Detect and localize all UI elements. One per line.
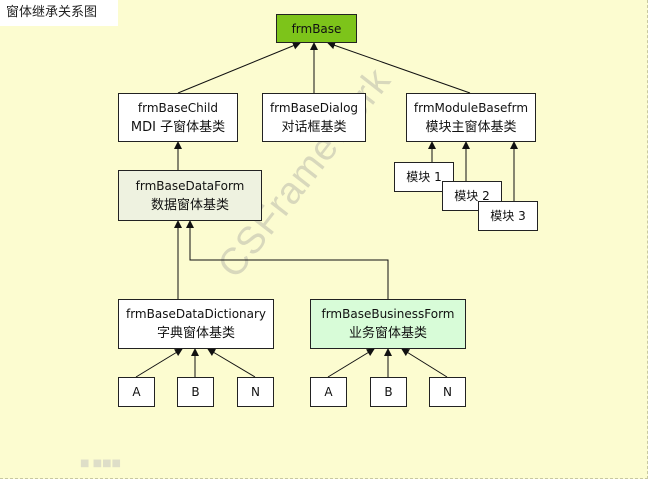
node-module-3-label: 模块 3 [490,209,526,223]
node-frmBaseDialog-name: frmBaseDialog [269,100,359,115]
node-biz-A: A [310,377,347,407]
edge-frmModuleBasefrm-to-frmBase [327,41,471,94]
node-module-1-label: 模块 1 [406,170,442,184]
node-frmBaseDataForm-desc: 数据窗体基类 [150,197,229,213]
node-biz-N-label: N [443,385,452,399]
node-dict-B-label: B [191,385,200,399]
node-biz-B: B [370,377,407,407]
node-frmBaseBusinessForm-name: frmBaseBusinessForm [321,307,455,321]
node-frmBaseDialog: frmBaseDialog 对话框基类 [262,93,366,142]
edge-frmBaseBusinessForm-to-frmBaseDataForm [186,220,389,299]
node-module-2-label: 模块 2 [454,189,490,203]
node-frmBaseDataDictionary-desc: 字典窗体基类 [156,326,235,341]
node-frmBaseDataForm: frmBaseDataForm 数据窗体基类 [118,170,262,221]
node-frmBaseDataForm-name: frmBaseDataForm [135,178,245,193]
node-frmBaseDataDictionary: frmBaseDataDictionary 字典窗体基类 [118,299,274,349]
edge-bizA-to-frmBaseBusinessForm [327,348,375,378]
footer-mark: ■ ■■■ [80,458,121,469]
node-frmBase-label: frmBase [291,21,342,36]
edge-bizN-to-frmBaseBusinessForm [401,348,448,378]
node-biz-N: N [429,377,466,407]
node-dict-N-label: N [251,385,260,399]
node-frmBaseChild: frmBaseChild MDI 子窗体基类 [118,93,238,142]
node-dict-A: A [118,377,155,407]
node-dict-N: N [237,377,274,407]
node-frmBaseBusinessForm-desc: 业务窗体基类 [348,326,427,341]
node-frmBaseChild-name: frmBaseChild [137,100,219,115]
node-dict-A-label: A [132,385,141,399]
node-frmBaseDialog-desc: 对话框基类 [281,119,347,135]
node-frmBaseBusinessForm: frmBaseBusinessForm 业务窗体基类 [310,299,466,349]
node-frmBase: frmBase [276,14,357,43]
edge-dictN-to-frmBaseDataDictionary [207,348,256,378]
node-module-3: 模块 3 [478,201,538,231]
node-frmModuleBasefrm-name: frmModuleBasefrm [413,100,529,115]
edge-frmBaseChild-to-frmBase [177,41,301,94]
node-module-1: 模块 1 [394,162,454,192]
node-frmModuleBasefrm: frmModuleBasefrm 模块主窗体基类 [406,93,536,142]
node-frmBaseDataDictionary-name: frmBaseDataDictionary [125,307,267,321]
node-biz-A-label: A [324,385,333,399]
node-dict-B: B [177,377,214,407]
node-frmModuleBasefrm-desc: 模块主窗体基类 [425,119,517,135]
edge-dictA-to-frmBaseDataDictionary [135,348,183,378]
node-frmBaseChild-desc: MDI 子窗体基类 [130,119,226,135]
diagram-title: 窗体继承关系图 [0,0,118,26]
node-biz-B-label: B [384,385,393,399]
